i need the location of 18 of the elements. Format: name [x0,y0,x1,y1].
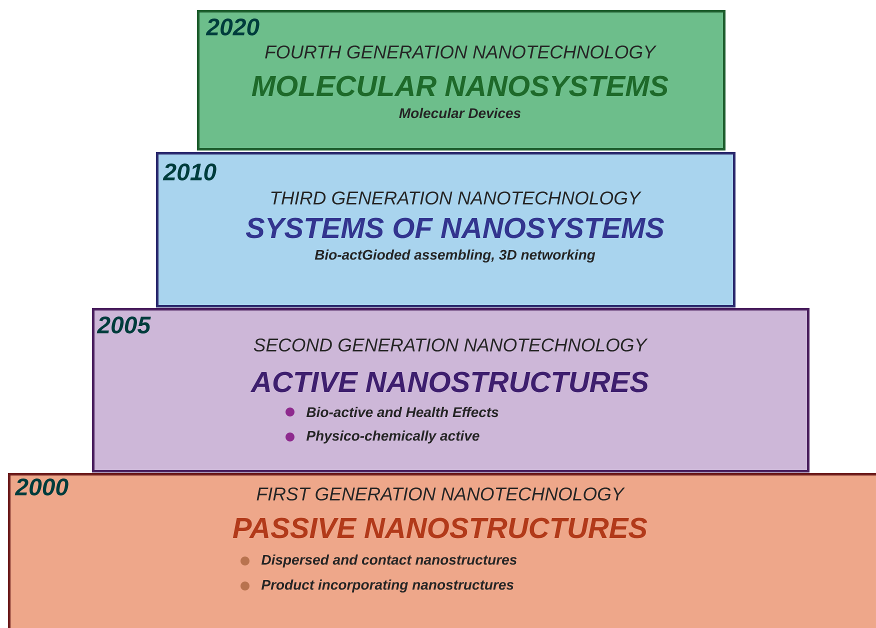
stage-title: MOLECULAR NANOSYSTEMS [252,76,668,96]
detail-text: Dispersed and contact nanostructures [261,554,517,568]
generation-heading: THIRD GENERATION NANOTECHNOLOGY [271,191,642,205]
stage-title: PASSIVE NANOSTRUCTURES [232,518,648,538]
stage-title: ACTIVE NANOSTRUCTURES [250,372,649,392]
stage-title: SYSTEMS OF NANOSYSTEMS [246,218,664,238]
detail-text: Bio-active and Health Effects [306,406,498,418]
generation-heading: FOURTH GENERATION NANOTECHNOLOGY [265,45,657,59]
year-label: 2005 [96,316,151,334]
year-label: 2020 [206,18,260,36]
year-label: 2000 [14,478,68,496]
year-label: 2010 [162,164,216,180]
detail-text: Physico-chemically active [306,430,480,444]
detail-text: Bio-actGioded assembling, 3D networking [314,249,596,263]
detail-text: Product incorporating nanostructures [261,579,514,593]
generation-heading: FIRST GENERATION NANOTECHNOLOGY [256,487,625,501]
generation-heading: SECOND GENERATION NANOTECHNOLOGY [254,338,648,352]
detail-text: Molecular Devices [399,108,521,118]
